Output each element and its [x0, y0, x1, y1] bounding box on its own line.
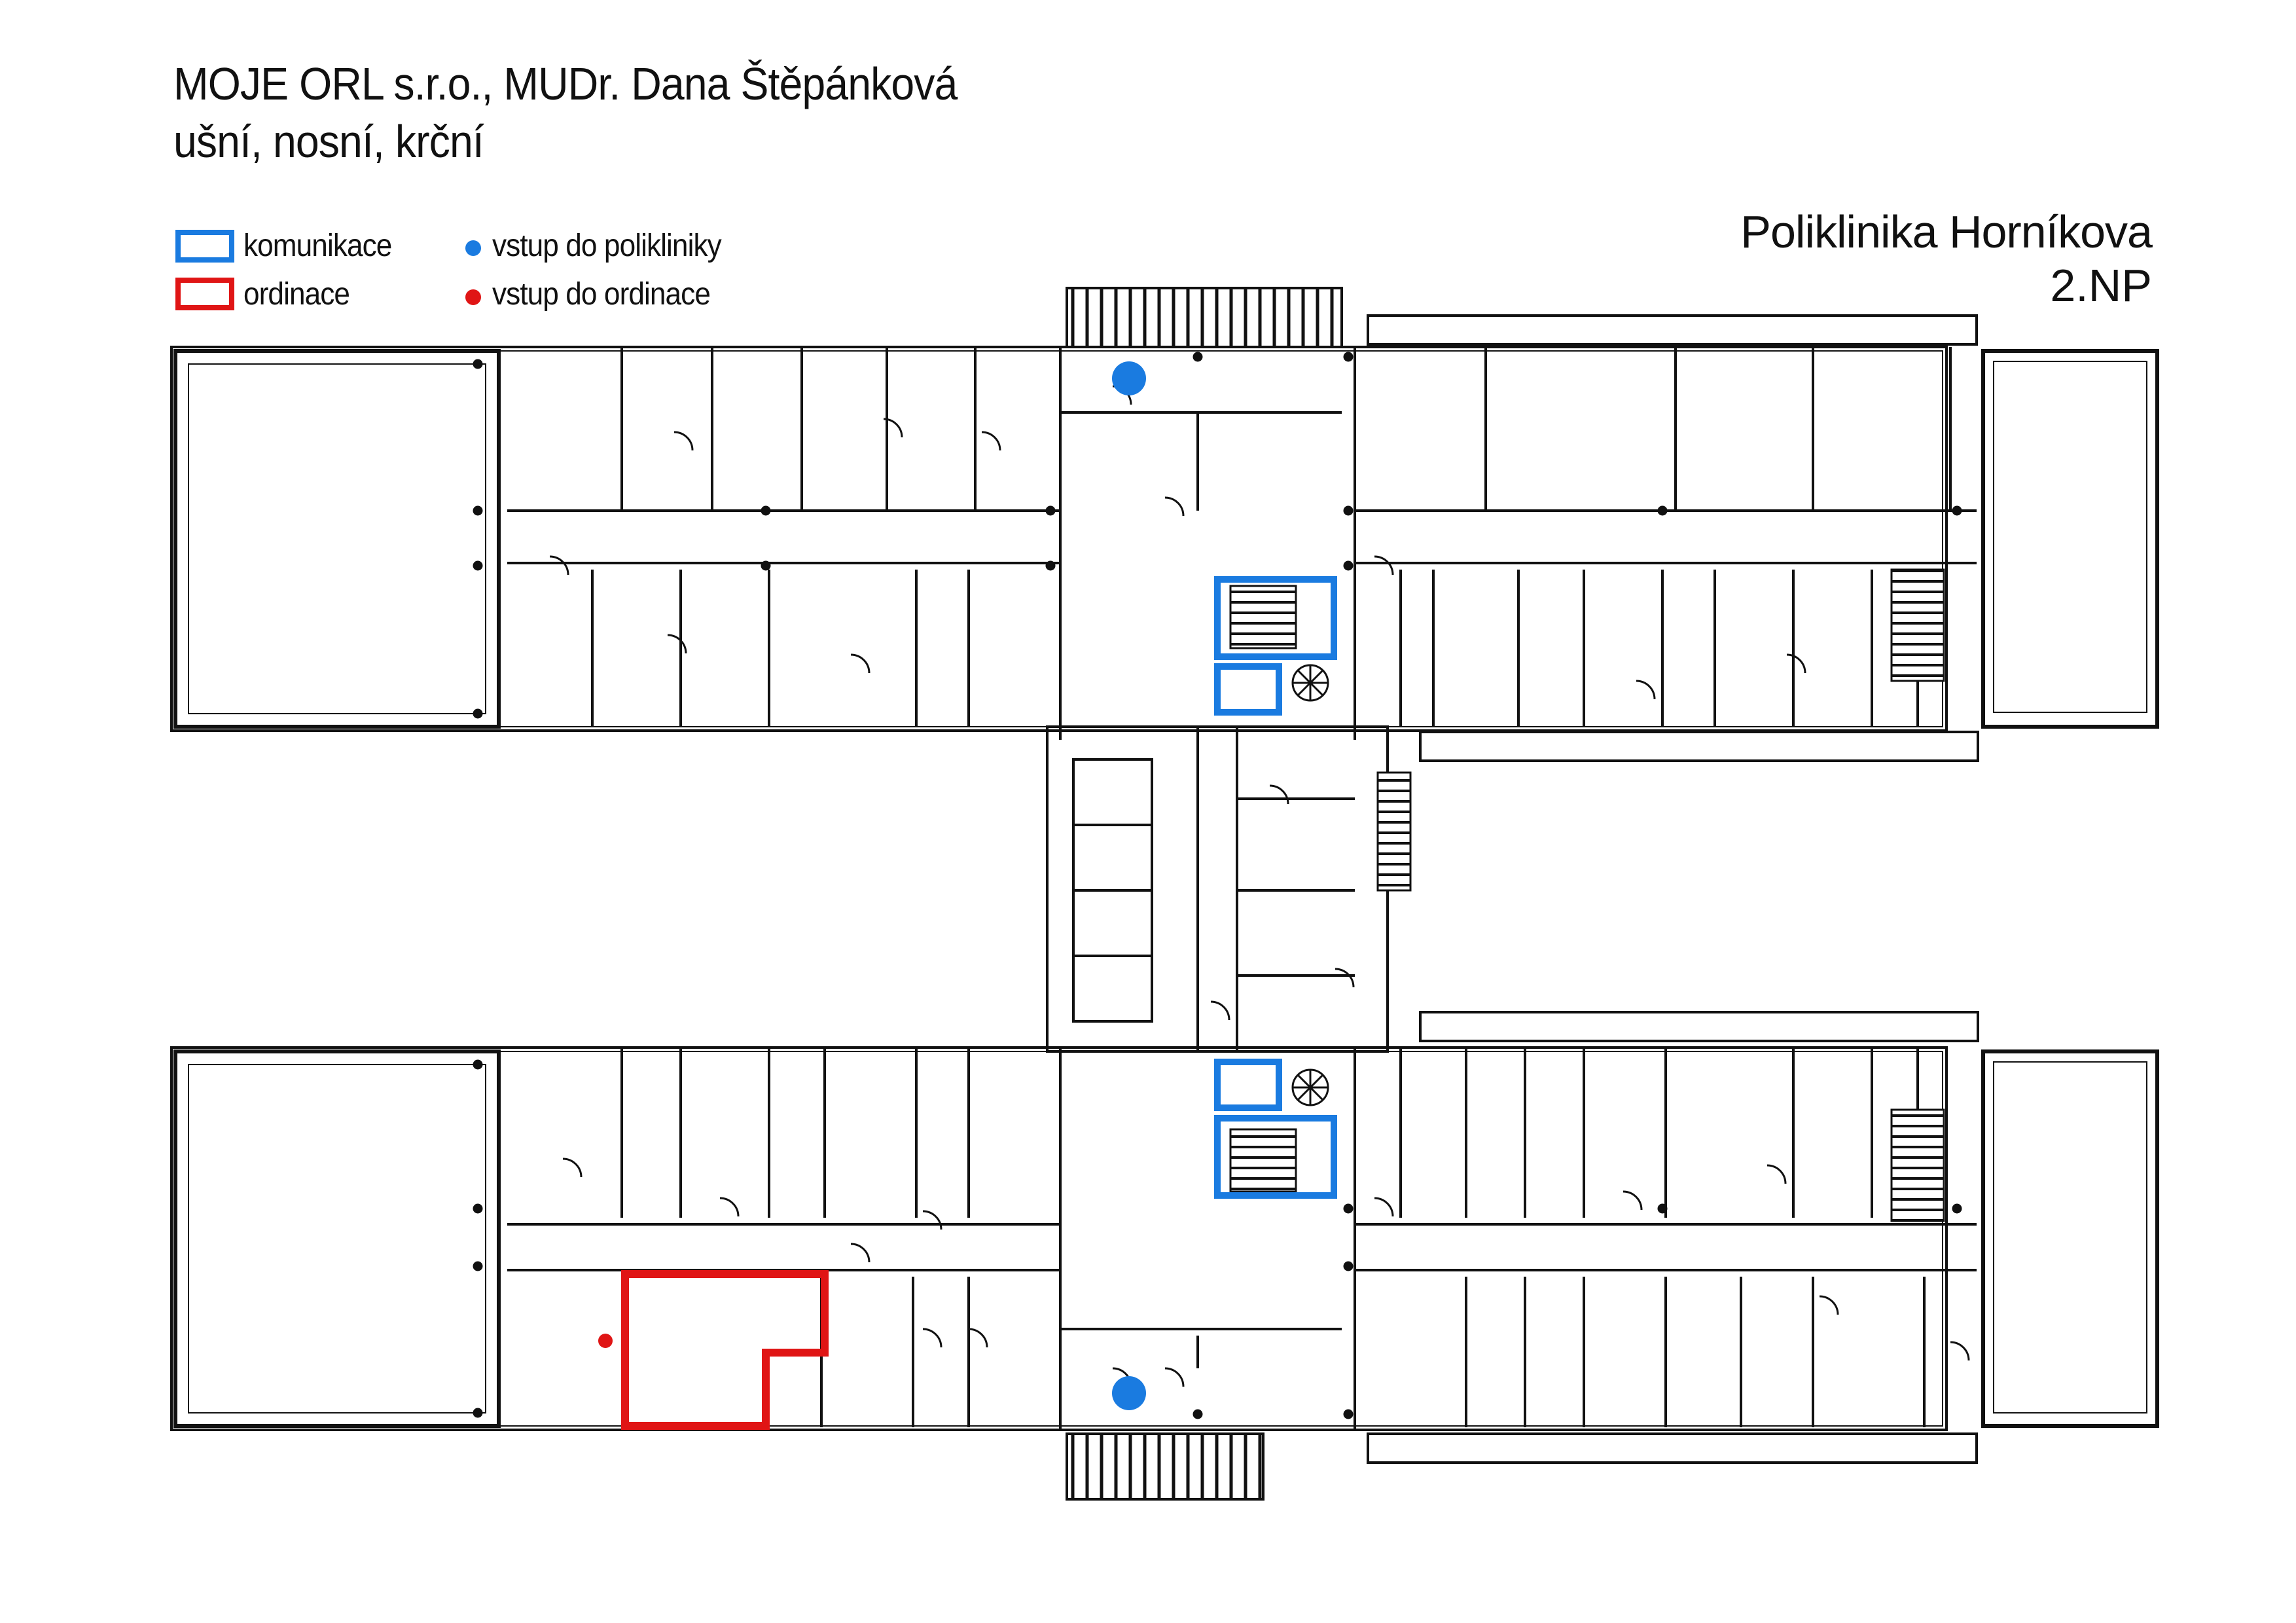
- legend-building-entrance-dot: [465, 240, 481, 256]
- legend-office-entrance-dot: [465, 289, 481, 305]
- spiral-stair-south: [1291, 1068, 1329, 1106]
- south-stair-communication: [1214, 1115, 1337, 1199]
- doors-layer: [549, 385, 1970, 1387]
- north-stair-core: [1229, 585, 1297, 649]
- north-elevator-communication: [1214, 663, 1282, 716]
- legend-office-entrance-label: vstup do ordinace: [492, 277, 711, 312]
- building-name: Poliklinika Horníkova: [1740, 206, 2153, 257]
- column-markers: [473, 352, 1962, 1419]
- building-entrance-south: [1112, 1376, 1146, 1410]
- legend-office-label: ordinace: [243, 277, 350, 312]
- office-entrance: [598, 1334, 613, 1348]
- communication-zones: [1214, 576, 1337, 1199]
- east-stair-south: [1890, 1108, 1945, 1222]
- spiral-stair-north: [1291, 664, 1329, 702]
- ordinace-outline: [621, 1270, 829, 1430]
- legend-building-entrance-label: vstup do polikliniky: [492, 228, 722, 263]
- walls-layer: [170, 314, 2159, 1464]
- page-subtitle: ušní, nosní, krční: [173, 116, 484, 167]
- legend-communication-swatch: [175, 230, 234, 263]
- south-entrance-stairs: [1066, 1432, 1265, 1501]
- south-elevator-communication: [1214, 1059, 1282, 1111]
- floor-label: 2.NP: [2050, 260, 2152, 311]
- page-title: MOJE ORL s.r.o., MUDr. Dana Štěpánková: [173, 58, 958, 109]
- east-stair-north: [1890, 568, 1945, 682]
- south-stair-core: [1229, 1128, 1297, 1193]
- building-entrance-north: [1112, 361, 1146, 395]
- legend-communication-label: komunikace: [243, 228, 392, 263]
- north-entrance-stairs: [1066, 287, 1343, 348]
- courtyard-stairs: [1376, 771, 1412, 892]
- north-stair-communication: [1214, 576, 1337, 660]
- legend-office-swatch: [175, 278, 234, 310]
